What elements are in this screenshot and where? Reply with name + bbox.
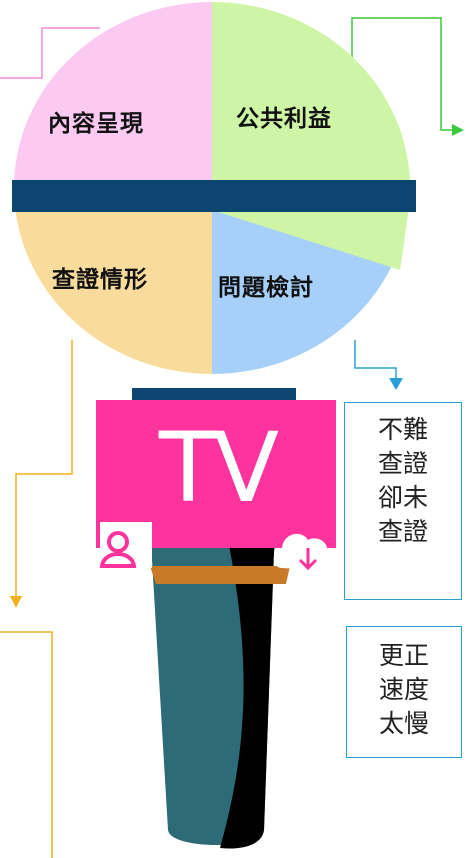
note-1-line: 卻未 xyxy=(377,483,428,512)
connector-pink xyxy=(0,27,100,79)
connector-blue xyxy=(354,340,397,378)
note-1-line: 查證 xyxy=(377,517,428,546)
download-icon xyxy=(273,533,330,571)
note-1-line: 查證 xyxy=(377,449,428,478)
quadrant-top-right xyxy=(212,2,410,188)
quadrant-label-top-left: 內容呈現 xyxy=(48,111,144,137)
note-1-line: 不難 xyxy=(377,415,428,444)
note-2-line: 速度 xyxy=(378,675,429,704)
quadrant-label-bottom-right: 問題檢討 xyxy=(218,275,314,301)
note-2-line: 太慢 xyxy=(378,709,429,738)
arrow-blue xyxy=(389,378,403,390)
note-box-1: 不難 查證 卻未 查證 xyxy=(344,402,462,600)
arrow-orange xyxy=(10,596,22,608)
quadrant-bottom-left xyxy=(14,188,212,374)
microphone-head xyxy=(12,2,416,374)
center-band xyxy=(12,180,416,212)
connector-orange xyxy=(15,340,73,596)
quadrant-label-top-right: 公共利益 xyxy=(236,106,332,132)
note-2-line: 更正 xyxy=(378,641,429,670)
note-box-2: 更正 速度 太慢 xyxy=(346,626,462,758)
tv-label: TV xyxy=(158,412,279,524)
person-icon xyxy=(99,531,137,568)
quadrant-green-wedge xyxy=(212,200,410,270)
handle-collar xyxy=(150,566,290,584)
arrow-green xyxy=(452,124,464,136)
connector-orange-bottom xyxy=(0,631,53,858)
quadrant-top-left xyxy=(14,2,212,188)
connector-green xyxy=(351,17,452,131)
quadrant-label-bottom-left: 查證情形 xyxy=(52,267,148,293)
